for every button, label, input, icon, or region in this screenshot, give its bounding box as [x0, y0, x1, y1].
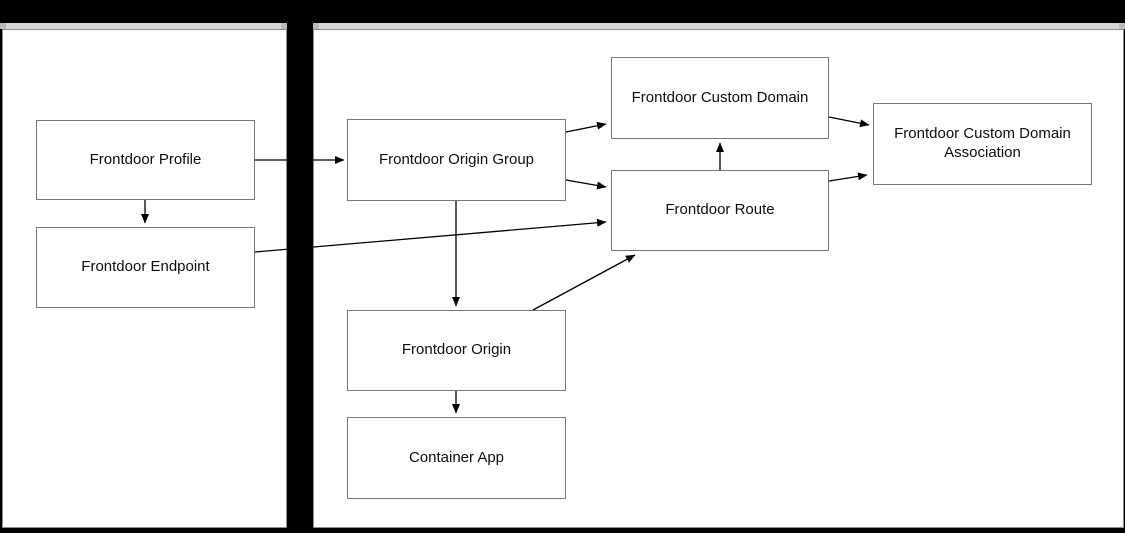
node-frontdoor-route-label: Frontdoor Route	[665, 201, 775, 219]
right-window-top-edge	[313, 23, 1125, 29]
left-window-top-edge	[0, 23, 287, 29]
node-frontdoor-custom-domain-association-label: Frontdoor Custom Domain Association	[894, 125, 1071, 161]
node-frontdoor-origin[interactable]: Frontdoor Origin	[347, 310, 566, 391]
node-frontdoor-profile[interactable]: Frontdoor Profile	[36, 120, 255, 200]
node-frontdoor-origin-group-label: Frontdoor Origin Group	[378, 150, 535, 168]
node-frontdoor-custom-domain-label: Frontdoor Custom Domain	[631, 88, 809, 106]
node-frontdoor-endpoint-label: Frontdoor Endpoint	[81, 258, 210, 276]
node-frontdoor-profile-label: Frontdoor Profile	[89, 150, 202, 168]
node-frontdoor-custom-domain[interactable]: Frontdoor Custom Domain	[611, 57, 829, 139]
node-container-app-label: Container App	[408, 448, 505, 466]
node-container-app[interactable]: Container App	[347, 417, 566, 499]
node-frontdoor-endpoint[interactable]: Frontdoor Endpoint	[36, 227, 255, 308]
node-frontdoor-route[interactable]: Frontdoor Route	[611, 170, 829, 251]
node-frontdoor-origin-group[interactable]: Frontdoor Origin Group	[347, 119, 566, 201]
node-frontdoor-origin-label: Frontdoor Origin	[401, 341, 512, 359]
node-frontdoor-custom-domain-association[interactable]: Frontdoor Custom Domain Association	[873, 103, 1092, 185]
